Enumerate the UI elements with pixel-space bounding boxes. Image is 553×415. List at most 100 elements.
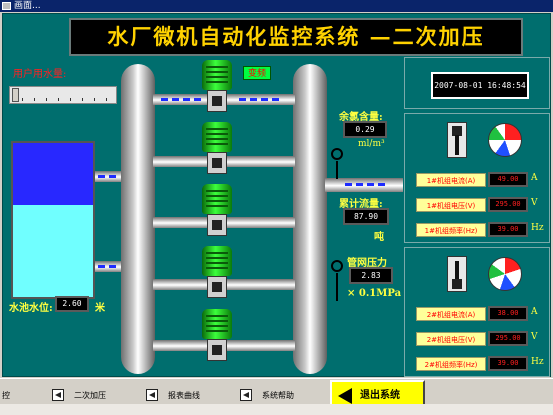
unit1-current-display: 49.00 — [488, 172, 528, 187]
flow-total-unit: 吨 — [374, 232, 384, 243]
nav-button-label: 二次加压 — [74, 391, 106, 400]
unit2-voltage-display: 295.00 — [488, 331, 528, 346]
tank-level-unit: 米 — [95, 303, 105, 314]
unit2-status-pie-icon — [488, 257, 522, 291]
pump-4[interactable] — [202, 246, 232, 298]
chlorine-unit: ml/m³ — [358, 139, 385, 149]
pump-body — [207, 90, 227, 112]
flow-indicator — [161, 98, 201, 101]
unit2-frequency-display: 39.00 — [488, 356, 528, 371]
back-arrow-icon — [240, 389, 252, 401]
slider-tick — [34, 98, 35, 101]
flow-total-display: 87.90 — [343, 208, 389, 225]
nav-button-label: 报表曲线 — [168, 391, 200, 400]
nav-button-label: 系统帮助 — [262, 391, 294, 400]
gauge-stem — [336, 273, 338, 301]
flow-indicator — [98, 175, 118, 178]
back-arrow-icon — [146, 389, 158, 401]
datetime-panel: 2007-08-01 16:48:54 — [404, 57, 550, 109]
exit-arrow-icon — [338, 388, 354, 404]
slider-thumb[interactable] — [12, 88, 19, 102]
unit1-voltage-unit: V — [531, 198, 538, 208]
motor-icon — [202, 184, 232, 214]
pressure-gauge-icon — [331, 260, 343, 272]
slider-tick — [106, 98, 107, 101]
tank-level-label: 水池水位: — [9, 303, 53, 314]
window-title: 画面... — [14, 1, 41, 11]
motor-icon — [202, 309, 232, 339]
water-usage-label: 用户用水量: — [13, 69, 67, 80]
slider-tick — [58, 98, 59, 101]
pump-5[interactable] — [202, 309, 232, 361]
slider-tick — [46, 98, 47, 101]
motor-icon — [202, 246, 232, 276]
water-usage-slider[interactable] — [9, 86, 117, 104]
pump-body — [207, 276, 227, 298]
horizontal-scrollbar[interactable] — [0, 404, 553, 415]
switch-knob — [452, 279, 462, 289]
unit1-status-pie-icon — [488, 123, 522, 157]
unit2-voltage-unit: V — [531, 332, 538, 342]
datetime-display: 2007-08-01 16:48:54 — [431, 72, 529, 99]
back-arrow-icon — [52, 389, 64, 401]
unit2-panel: 2#机组电流(A) 38.00 A 2#机组电压(V) 295.00 V 2#机… — [404, 247, 550, 377]
water-tank — [11, 141, 95, 299]
pump-body — [207, 152, 227, 174]
window-titlebar: 画面... — [0, 0, 553, 12]
chlorine-label: 余氯含量: — [339, 112, 383, 123]
taskbar-stub: 控 — [2, 391, 10, 400]
pump-1[interactable] — [202, 60, 232, 112]
slider-tick — [22, 98, 23, 101]
unit2-current-label: 2#机组电流(A) — [416, 307, 486, 321]
variable-frequency-badge: 变频 — [243, 66, 271, 80]
unit2-switch[interactable] — [447, 256, 467, 292]
unit2-frequency-unit: Hz — [531, 357, 544, 367]
unit2-current-unit: A — [531, 307, 538, 317]
pump-body — [207, 214, 227, 236]
unit2-current-display: 38.00 — [488, 306, 528, 321]
sensor-stem — [336, 161, 338, 179]
pressure-display: 2.83 — [349, 267, 393, 284]
switch-lever — [455, 261, 459, 281]
motor-icon — [202, 122, 232, 152]
flow-total-label: 累计流量: — [339, 199, 383, 210]
pump-body — [207, 339, 227, 361]
switch-knob — [452, 126, 462, 136]
unit1-frequency-label: 1#机组频率(Hz) — [416, 223, 486, 237]
right-panel: 2007-08-01 16:48:54 1#机组电流(A) 49.00 A 1#… — [404, 57, 550, 377]
flow-indicator — [239, 98, 279, 101]
nav-report-curve-button[interactable]: 报表曲线 — [142, 382, 222, 410]
nav-system-help-button[interactable]: 系统帮助 — [236, 382, 316, 410]
pressure-label: 管网压力 — [347, 258, 387, 269]
unit1-voltage-label: 1#机组电压(V) — [416, 198, 486, 212]
pump-3[interactable] — [202, 184, 232, 236]
inlet-manifold — [121, 64, 155, 374]
flow-indicator — [98, 265, 118, 268]
outlet-manifold — [293, 64, 327, 374]
unit1-frequency-unit: Hz — [531, 223, 544, 233]
scada-screen: 水厂微机自动化监控系统 —二次加压 用户用水量: 水池水位: 2.60 米 变频 — [2, 13, 551, 377]
pressure-unit: × 0.1MPa — [347, 288, 402, 299]
unit1-switch[interactable] — [447, 122, 467, 158]
slider-tick — [70, 98, 71, 101]
unit1-voltage-display: 295.00 — [488, 197, 528, 212]
tank-water-level — [13, 204, 93, 297]
slider-tick — [82, 98, 83, 101]
motor-icon — [202, 60, 232, 90]
unit2-voltage-label: 2#机组电压(V) — [416, 332, 486, 346]
unit1-frequency-display: 39.00 — [488, 222, 528, 237]
flow-indicator — [345, 183, 385, 186]
app-icon — [2, 2, 11, 10]
unit1-current-unit: A — [531, 173, 538, 183]
exit-button-label: 退出系统 — [360, 390, 400, 401]
slider-tick — [94, 98, 95, 101]
page-title: 水厂微机自动化监控系统 —二次加压 — [69, 18, 523, 56]
unit2-frequency-label: 2#机组频率(Hz) — [416, 357, 486, 371]
pump-2[interactable] — [202, 122, 232, 174]
chlorine-display: 0.29 — [343, 121, 387, 138]
chlorine-sensor-icon — [331, 148, 343, 160]
nav-secondary-pressure-button[interactable]: 二次加压 — [48, 382, 128, 410]
unit1-panel: 1#机组电流(A) 49.00 A 1#机组电压(V) 295.00 V 1#机… — [404, 113, 550, 243]
tank-level-display: 2.60 — [55, 296, 89, 312]
switch-lever — [455, 135, 459, 155]
